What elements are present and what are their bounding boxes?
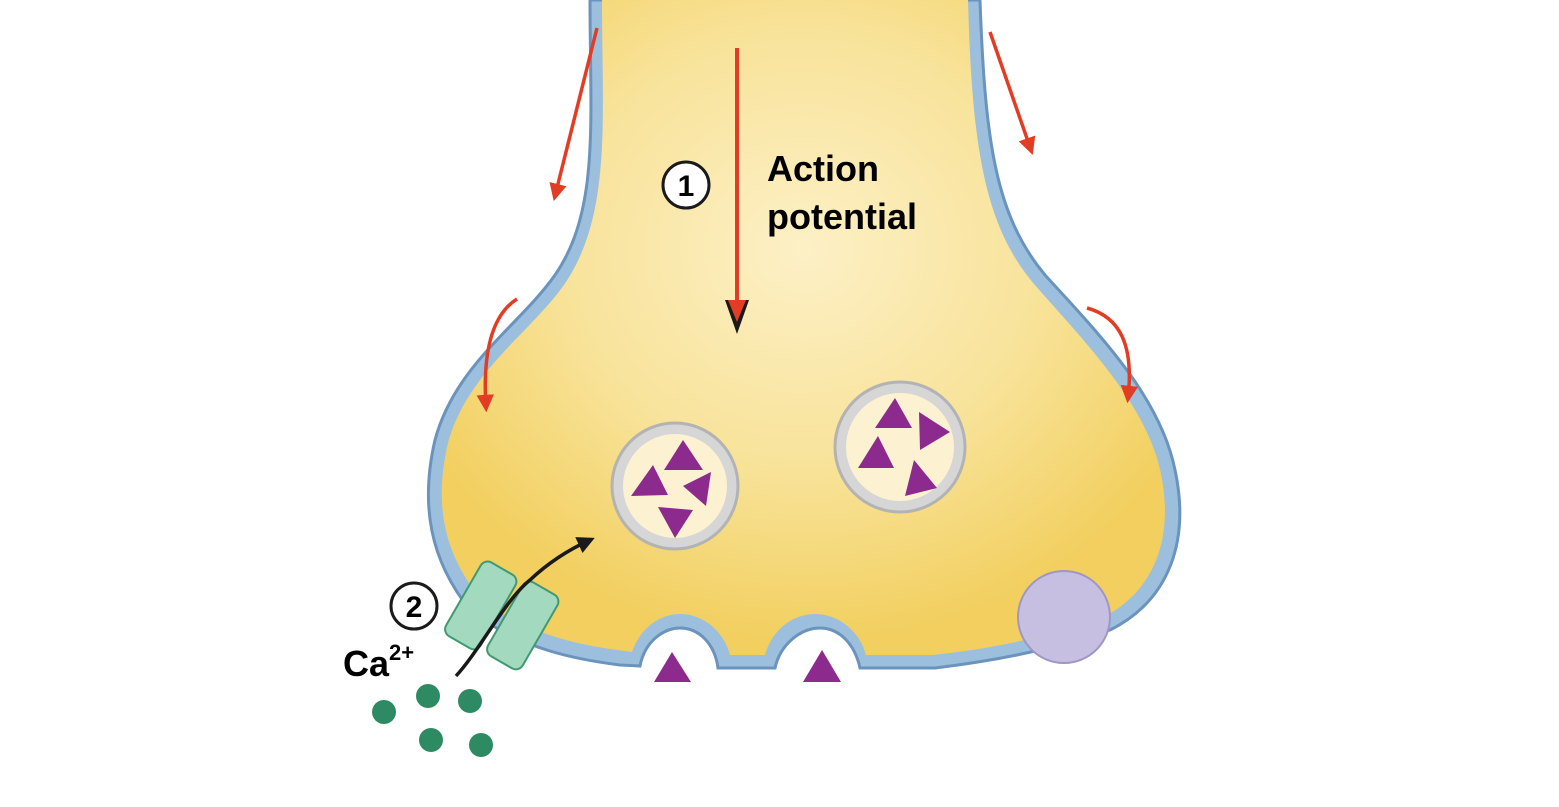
synaptic-vesicle-2 (833, 380, 967, 514)
step-1-number: 1 (678, 170, 695, 203)
neurotransmitter-molecule (803, 650, 841, 682)
calcium-ion-label: Ca2+ (343, 640, 414, 684)
calcium-ion (372, 700, 396, 724)
calcium-charge: 2+ (389, 640, 414, 665)
membrane-current-arrow (1086, 306, 1139, 404)
terminal-cytoplasm (441, 0, 1165, 655)
neurotransmitter-molecule (875, 398, 912, 428)
synaptic-vesicle-1 (610, 421, 740, 551)
membrane-current-arrow (549, 27, 599, 202)
step-2-number: 2 (406, 591, 423, 624)
membrane-protein (1017, 570, 1111, 664)
step-1-badge (661, 160, 711, 210)
exocytosis-pocket-1 (654, 652, 691, 682)
axon-terminal (426, 0, 1182, 670)
step-2-badge (389, 581, 439, 631)
action-potential-label-line2: potential (767, 196, 917, 237)
membrane-current-arrow (476, 297, 518, 413)
calcium-ion (416, 684, 440, 708)
exocytosis-pocket-2 (803, 650, 841, 682)
neurotransmitter-molecule (658, 507, 693, 538)
neurotransmitter-molecule (664, 440, 703, 470)
neurotransmitter-molecule (631, 465, 668, 496)
neurotransmitter-molecule (919, 412, 950, 450)
step-1: 1 Action potential (661, 148, 917, 237)
neurotransmitter-molecule (683, 472, 711, 506)
calcium-ions (372, 684, 493, 757)
neurotransmitter-molecule (858, 436, 894, 468)
calcium-ion (419, 728, 443, 752)
calcium-ion (458, 689, 482, 713)
calcium-ion (469, 733, 493, 757)
calcium-symbol: Ca (343, 643, 390, 684)
step-2: 2 Ca2+ (343, 581, 439, 684)
neurotransmitter-molecule (905, 460, 937, 496)
membrane-current-arrow (988, 31, 1036, 155)
calcium-influx-arrow (454, 537, 595, 678)
action-potential-label-line1: Action (767, 148, 879, 189)
neurotransmitter-molecule (654, 652, 691, 682)
